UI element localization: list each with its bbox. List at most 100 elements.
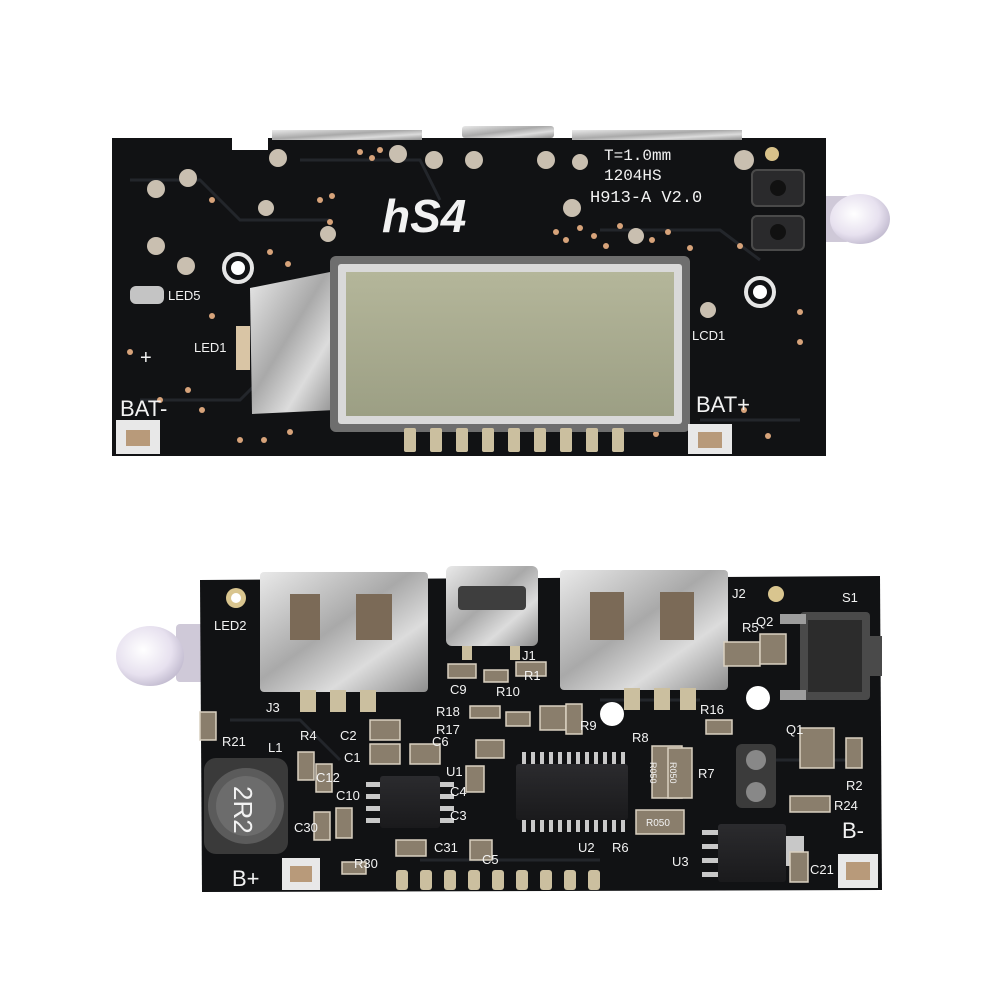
ic-u2 bbox=[516, 752, 628, 832]
r050-marking-b: R050 bbox=[668, 762, 678, 784]
label-j2: J2 bbox=[732, 586, 746, 601]
label-c30: C30 bbox=[294, 820, 318, 835]
mounting-holes-bottom bbox=[226, 586, 784, 726]
label-led2: LED2 bbox=[214, 618, 247, 633]
label-r4: R4 bbox=[300, 728, 317, 743]
ic-pin bbox=[522, 752, 526, 764]
ic-pin bbox=[549, 752, 553, 764]
battery-pads-top bbox=[116, 420, 732, 454]
ic-pin bbox=[603, 820, 607, 832]
ic-pin bbox=[531, 752, 535, 764]
battery-pads-bottom bbox=[282, 854, 878, 890]
micro-usb-edge bbox=[462, 126, 554, 138]
ic-pin bbox=[612, 820, 616, 832]
silk-labels-bottom: LED2 J3 J1 J2 S1 R5 Q2 R21 L1 R4 C2 C1 C… bbox=[214, 586, 863, 877]
label-c31: C31 bbox=[434, 840, 458, 855]
label-c12: C12 bbox=[316, 770, 340, 785]
ic-pin bbox=[612, 752, 616, 764]
label-c4: C4 bbox=[450, 784, 467, 799]
label-c3: C3 bbox=[450, 808, 467, 823]
label-r5: R5 bbox=[742, 620, 759, 635]
label-r8: R8 bbox=[632, 730, 649, 745]
micro-usb-j1 bbox=[446, 566, 538, 660]
label-c6: C6 bbox=[432, 734, 449, 749]
pin-header-bottom bbox=[396, 870, 600, 890]
ic-u1 bbox=[366, 776, 454, 828]
vias-top bbox=[127, 147, 803, 443]
label-u1: U1 bbox=[446, 764, 463, 779]
spec-line-1: T=1.0mm bbox=[604, 147, 671, 165]
label-c10: C10 bbox=[336, 788, 360, 803]
label-r9: R9 bbox=[580, 718, 597, 733]
label-b-plus: B+ bbox=[232, 866, 260, 891]
mounting-holes-top bbox=[222, 252, 776, 308]
label-r7: R7 bbox=[698, 766, 715, 781]
label-q1: Q1 bbox=[786, 722, 803, 737]
label-r10: R10 bbox=[496, 684, 520, 699]
label-r2: R2 bbox=[846, 778, 863, 793]
label-j3: J3 bbox=[266, 700, 280, 715]
label-r16: R16 bbox=[700, 702, 724, 717]
ic-pin bbox=[531, 820, 535, 832]
label-b-minus: B- bbox=[842, 818, 864, 843]
bottom-board: 2R2 R050 R050 R050 LED2 J3 J1 J2 S1 R5 Q… bbox=[116, 566, 882, 892]
label-u3: U3 bbox=[672, 854, 689, 869]
ic-pin bbox=[621, 820, 625, 832]
ic-pin bbox=[585, 820, 589, 832]
label-c21: C21 bbox=[810, 862, 834, 877]
label-plus: + bbox=[140, 347, 152, 369]
label-r21: R21 bbox=[222, 734, 246, 749]
spec-line-2: 1204HS bbox=[604, 167, 662, 185]
switch-s1 bbox=[780, 612, 882, 700]
usb-port-j3 bbox=[260, 572, 428, 712]
label-bat-minus: BAT- bbox=[120, 396, 167, 421]
label-r1: R1 bbox=[524, 668, 541, 683]
brand-logo: hS4 bbox=[382, 190, 466, 242]
usb-port-j2 bbox=[560, 570, 728, 710]
ic-pin bbox=[567, 752, 571, 764]
label-lcd1: LCD1 bbox=[692, 328, 725, 343]
label-j1: J1 bbox=[522, 648, 536, 663]
ic-pin bbox=[549, 820, 553, 832]
label-c1: C1 bbox=[344, 750, 361, 765]
smd-components bbox=[199, 633, 863, 883]
ic-pin bbox=[603, 752, 607, 764]
r050-marking-a: R050 bbox=[648, 762, 658, 784]
lcd-flex-connector bbox=[236, 272, 336, 414]
ic-pin bbox=[576, 752, 580, 764]
ic-pin bbox=[567, 820, 571, 832]
ic-pin bbox=[558, 752, 562, 764]
transistors-top bbox=[751, 169, 805, 251]
label-s1: S1 bbox=[842, 590, 858, 605]
label-led1: LED1 bbox=[194, 340, 227, 355]
top-board: T=1.0mm 1204HS H913-A V2.0 hS4 LED5 LED1… bbox=[112, 126, 890, 456]
label-bat-plus: BAT+ bbox=[696, 392, 750, 417]
ic-pin bbox=[585, 752, 589, 764]
label-c9: C9 bbox=[450, 682, 467, 697]
label-r30: R30 bbox=[354, 856, 378, 871]
ic-pin bbox=[540, 820, 544, 832]
ic-pin bbox=[594, 820, 598, 832]
led-pads-top bbox=[147, 145, 779, 318]
usb-port-right-edge bbox=[572, 130, 742, 140]
ic-pin bbox=[576, 820, 580, 832]
label-r24: R24 bbox=[834, 798, 858, 813]
label-r17: R17 bbox=[436, 722, 460, 737]
usb-port-left-edge bbox=[272, 130, 422, 140]
transistor-q1 bbox=[736, 744, 776, 808]
lcd-display bbox=[330, 256, 690, 432]
ic-pin bbox=[594, 752, 598, 764]
label-led5: LED5 bbox=[168, 288, 201, 303]
label-u2: U2 bbox=[578, 840, 595, 855]
label-c5: C5 bbox=[482, 852, 499, 867]
ic-pin bbox=[621, 752, 625, 764]
label-c2: C2 bbox=[340, 728, 357, 743]
inductor-l1 bbox=[204, 758, 288, 854]
label-q2: Q2 bbox=[756, 614, 773, 629]
lcd-pins bbox=[404, 428, 624, 452]
spec-line-3: H913-A V2.0 bbox=[590, 189, 702, 208]
label-r6: R6 bbox=[612, 840, 629, 855]
ic-pin bbox=[540, 752, 544, 764]
ic-pin bbox=[558, 820, 562, 832]
